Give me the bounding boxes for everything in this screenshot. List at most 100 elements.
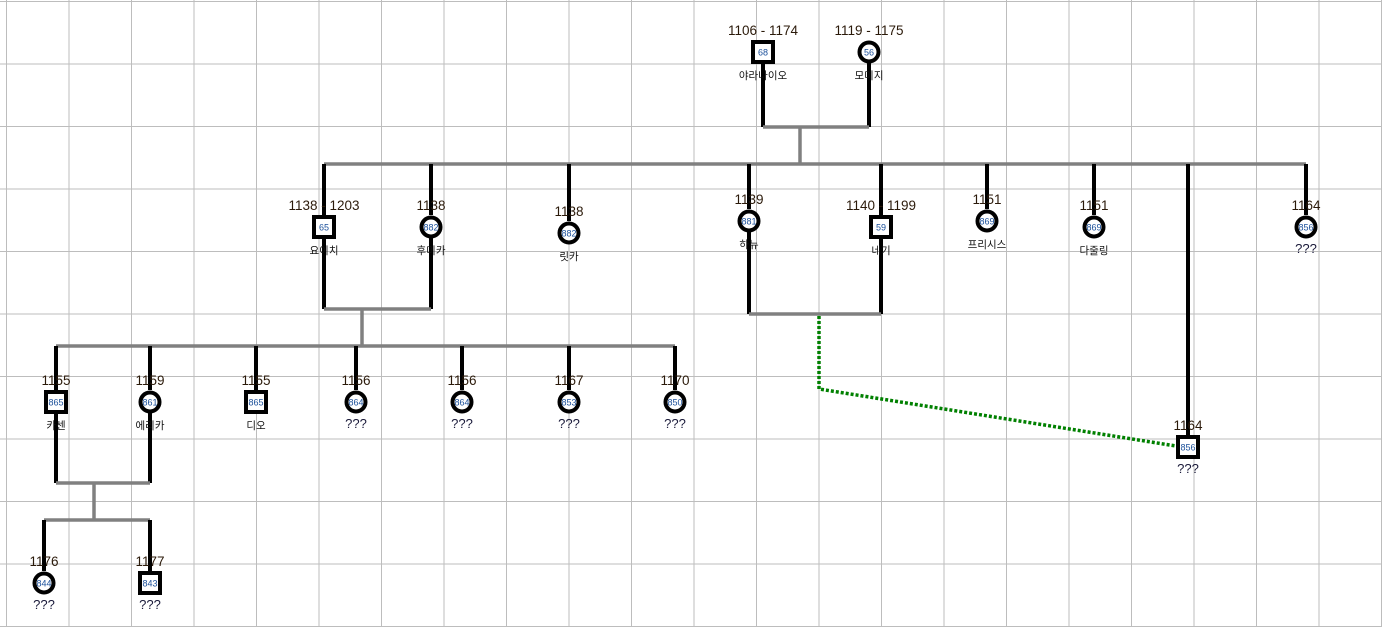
person-years: 1138 xyxy=(416,198,445,213)
person-node[interactable]: 856 1164??? xyxy=(1291,198,1321,256)
person-name: 후미카 xyxy=(417,245,446,257)
female-circle-icon[interactable] xyxy=(1294,215,1318,239)
person-name: 네기 xyxy=(871,245,890,257)
person-years: 1170 xyxy=(660,373,689,388)
male-square-icon[interactable] xyxy=(44,390,68,414)
male-square-icon[interactable] xyxy=(869,215,893,239)
male-square-icon[interactable] xyxy=(312,215,336,239)
person-id: 65 xyxy=(319,223,329,233)
person-id: 59 xyxy=(876,223,886,233)
person-name: 디오 xyxy=(246,420,266,432)
female-circle-icon[interactable] xyxy=(344,390,368,414)
person-years: 1164 xyxy=(1173,418,1203,433)
person-id: 68 xyxy=(758,48,768,58)
person-name: 다줄링 xyxy=(1080,245,1109,257)
person-id: 869 xyxy=(1086,223,1101,233)
person-years: 1140 - 1199 xyxy=(846,198,916,213)
female-circle-icon[interactable] xyxy=(557,221,581,245)
person-name: ??? xyxy=(1295,241,1317,256)
person-node[interactable]: 844 1176??? xyxy=(29,554,58,612)
person-name: 카센 xyxy=(46,420,65,432)
child-link xyxy=(54,346,677,390)
person-name: 프리시스 xyxy=(968,239,1007,251)
person-name: 에리카 xyxy=(136,420,165,432)
person-name: ??? xyxy=(139,597,161,612)
person-years: 1176 xyxy=(29,554,58,569)
female-circle-icon[interactable] xyxy=(857,40,881,64)
person-years: 1155 xyxy=(41,373,70,388)
person-name: 릿카 xyxy=(559,251,579,263)
male-square-icon[interactable] xyxy=(244,390,268,414)
child-link xyxy=(322,164,1308,435)
person-id: 850 xyxy=(667,398,682,408)
parent-link xyxy=(761,62,871,127)
person-id: 882 xyxy=(561,229,576,239)
person-years: 1177 xyxy=(135,554,164,569)
person-id: 856 xyxy=(1180,443,1195,453)
female-circle-icon[interactable] xyxy=(663,390,687,414)
person-node[interactable]: 864 1156??? xyxy=(341,373,370,431)
person-years: 1139 xyxy=(734,192,763,207)
parent-link xyxy=(54,413,152,483)
person-id: 856 xyxy=(1298,223,1313,233)
female-circle-icon[interactable] xyxy=(557,390,581,414)
person-name: ??? xyxy=(33,597,55,612)
person-node[interactable]: 882 1138 릿카 xyxy=(554,204,583,263)
person-name: 요이치 xyxy=(310,245,339,257)
female-circle-icon[interactable] xyxy=(32,571,56,595)
person-name: ??? xyxy=(1177,461,1199,476)
person-years: 1156 xyxy=(341,373,370,388)
person-id: 881 xyxy=(741,217,756,227)
person-node[interactable]: 65 1138 - 1203 요이치 xyxy=(288,198,359,257)
person-name: ??? xyxy=(451,416,473,431)
links xyxy=(42,62,1308,571)
person-years: 1138 - 1203 xyxy=(288,198,359,213)
male-square-icon[interactable] xyxy=(751,40,775,64)
female-circle-icon[interactable] xyxy=(975,209,999,233)
parent-link xyxy=(322,238,433,309)
person-node[interactable]: 853 1167??? xyxy=(554,373,583,431)
person-years: 1155 xyxy=(241,373,270,388)
family-bar xyxy=(324,125,1306,166)
female-circle-icon[interactable] xyxy=(138,390,162,414)
person-id: 853 xyxy=(561,398,576,408)
male-square-icon[interactable] xyxy=(138,571,162,595)
female-circle-icon[interactable] xyxy=(737,209,761,233)
person-years: 1119 - 1175 xyxy=(834,23,903,38)
person-node[interactable]: 882 1138 후미카 xyxy=(416,198,445,257)
person-id: 844 xyxy=(36,579,51,589)
person-years: 1138 xyxy=(554,204,583,219)
person-years: 1159 xyxy=(135,373,164,388)
male-square-icon[interactable] xyxy=(1176,435,1200,459)
person-years: 1164 xyxy=(1291,198,1321,213)
person-name: ??? xyxy=(345,416,367,431)
person-id: 864 xyxy=(348,398,363,408)
adoption-link xyxy=(817,316,1177,448)
person-name: ??? xyxy=(664,416,686,431)
person-node[interactable]: 861 1159 에리카 xyxy=(135,373,164,432)
female-circle-icon[interactable] xyxy=(419,215,443,239)
person-name: ??? xyxy=(558,416,580,431)
person-name: 모미지 xyxy=(855,70,884,82)
person-years: 1156 xyxy=(447,373,476,388)
person-years: 1167 xyxy=(554,373,583,388)
person-node[interactable]: 850 1170??? xyxy=(660,373,689,431)
person-id: 882 xyxy=(423,223,438,233)
person-node[interactable]: 856 1164??? xyxy=(1173,418,1203,476)
person-id: 861 xyxy=(142,398,157,408)
person-years: 1151 xyxy=(972,192,1001,207)
female-circle-icon[interactable] xyxy=(1082,215,1106,239)
child-link xyxy=(42,520,152,571)
female-circle-icon[interactable] xyxy=(450,390,474,414)
person-node[interactable]: 59 1140 - 1199 네기 xyxy=(846,198,916,257)
